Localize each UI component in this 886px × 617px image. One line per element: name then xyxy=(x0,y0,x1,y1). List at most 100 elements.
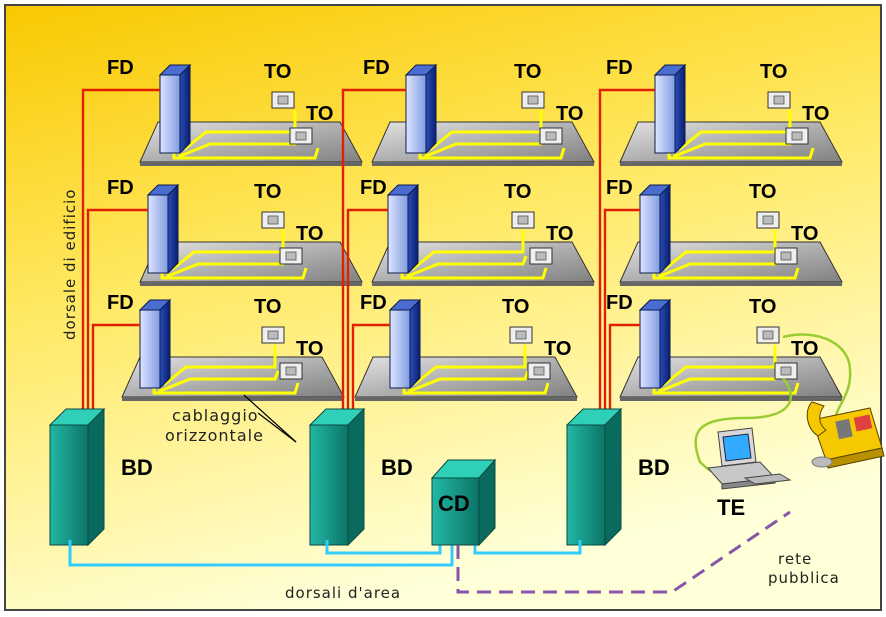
horizontal-cabling-label-1: cablaggio xyxy=(172,406,259,425)
te-label: TE xyxy=(717,495,745,520)
floor-edge xyxy=(140,162,362,166)
fd-cabinet-front xyxy=(387,194,409,274)
outlet-socket xyxy=(285,366,297,376)
building-backbone-label: dorsale di edificio xyxy=(61,189,79,340)
computer-terminal xyxy=(706,427,792,490)
bd-label: BD xyxy=(638,455,670,480)
backbone-cable xyxy=(603,208,640,412)
backbone-cable xyxy=(351,323,390,412)
backbone-cable xyxy=(341,88,406,412)
floor-c3-r1: FD TO TO xyxy=(606,57,843,166)
bd-cabinet-2: BD xyxy=(308,407,413,547)
to-label: TO xyxy=(254,181,281,203)
fd-cabinet-front xyxy=(147,194,169,274)
telecom-outlet-icon xyxy=(261,326,285,344)
backbone-column-1 xyxy=(81,88,160,412)
telecom-outlet-icon xyxy=(774,247,798,265)
campus-cable-left xyxy=(68,540,454,567)
telecom-outlet-icon xyxy=(756,326,780,344)
cd-label: CD xyxy=(438,491,470,516)
fd-label: FD xyxy=(606,57,633,79)
outlet-socket xyxy=(517,215,529,225)
to-label: TO xyxy=(514,61,541,83)
to-label: TO xyxy=(306,103,333,125)
building-backbone-cables xyxy=(81,88,655,412)
fd-cabinet xyxy=(138,298,172,390)
public-network-label-2: pubblica xyxy=(768,569,840,587)
backbone-cable xyxy=(598,88,655,412)
floor-slab xyxy=(619,121,843,163)
fd-cabinet xyxy=(388,298,422,390)
backbone-column-3 xyxy=(598,88,655,412)
telecom-outlet-icon xyxy=(527,362,551,380)
outlet-socket xyxy=(773,95,785,105)
floor-edge xyxy=(122,397,344,401)
outlet-socket xyxy=(277,95,289,105)
bd-label: BD xyxy=(381,455,413,480)
bd-cabinet-front xyxy=(49,424,89,546)
horizontal-cabling-label-2: orizzontale xyxy=(165,426,264,445)
fd-cabinet xyxy=(386,183,420,275)
fd-label: FD xyxy=(606,292,633,314)
campus-cable-middle xyxy=(325,540,442,555)
fd-cabinet xyxy=(146,183,180,275)
telecom-outlet-icon xyxy=(509,326,533,344)
to-label: TO xyxy=(760,61,787,83)
to-label: TO xyxy=(749,181,776,203)
telecom-outlet-icon xyxy=(529,247,553,265)
outlet-socket xyxy=(545,131,557,141)
outlet-socket xyxy=(791,131,803,141)
floor-edge xyxy=(140,282,362,286)
backbone-cable xyxy=(86,208,148,412)
to-label: TO xyxy=(504,181,531,203)
telecom-outlet-icon xyxy=(511,211,535,229)
fd-cabinet-side xyxy=(425,63,437,155)
fd-cabinet-front xyxy=(639,194,661,274)
telecom-outlet-icon xyxy=(785,127,809,145)
telecom-outlet-icon xyxy=(279,362,303,380)
backbone-cable xyxy=(346,208,388,412)
outlet-socket xyxy=(267,215,279,225)
outlet-socket xyxy=(533,366,545,376)
fd-cabinet-front xyxy=(139,309,161,389)
floor-edge xyxy=(355,397,577,401)
telecom-outlet-icon xyxy=(271,91,295,109)
fd-label: FD xyxy=(107,57,134,79)
bd-cabinet-side xyxy=(604,407,622,547)
fd-label: FD xyxy=(360,177,387,199)
bd-cabinet-side xyxy=(347,407,365,547)
public-network-cable xyxy=(456,510,791,594)
fd-cabinet-side xyxy=(659,183,671,275)
fd-cabinet xyxy=(638,183,672,275)
outlet-socket xyxy=(267,330,279,340)
fd-cabinet-side xyxy=(409,298,421,390)
horizontal-cabling-pointer xyxy=(243,394,297,443)
outlet-socket xyxy=(762,330,774,340)
fd-cabinet-side xyxy=(179,63,191,155)
to-label: TO xyxy=(749,296,776,318)
bd-cabinet-3: BD xyxy=(565,407,670,547)
fd-cabinet-front xyxy=(389,309,411,389)
to-label: TO xyxy=(264,61,291,83)
bd-cabinet-front xyxy=(309,424,349,546)
to-label: TO xyxy=(502,296,529,318)
telecom-outlet-icon xyxy=(774,362,798,380)
fd-cabinet-front xyxy=(654,74,676,154)
to-label: TO xyxy=(254,296,281,318)
outlet-socket xyxy=(780,366,792,376)
telecom-outlet-icon xyxy=(521,91,545,109)
floor-edge xyxy=(620,282,842,286)
bd-cabinet-front xyxy=(566,424,606,546)
to-label: TO xyxy=(802,103,829,125)
fd-label: FD xyxy=(107,177,134,199)
outlet-socket xyxy=(285,251,297,261)
to-label: TO xyxy=(556,103,583,125)
fd-cabinet-front xyxy=(639,309,661,389)
